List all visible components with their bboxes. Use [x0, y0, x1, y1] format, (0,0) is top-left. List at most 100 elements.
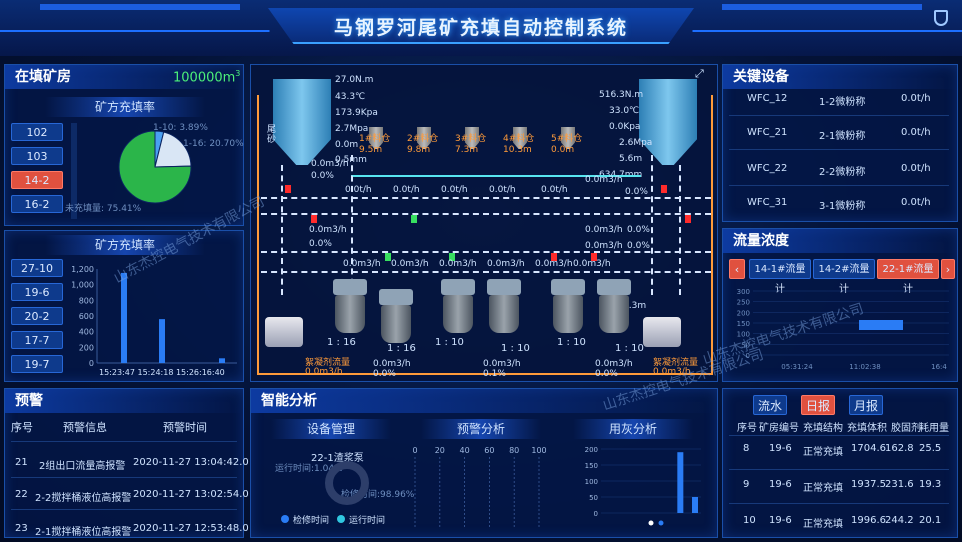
panel-key-devices: 关键设备 WFC_12 1-2微粉称 0.0t/h WFC_21 2-1微粉称 … — [722, 64, 958, 222]
report-divider — [729, 503, 949, 504]
right-silo — [639, 79, 697, 165]
x-tick-label: 05:31:24 — [781, 363, 813, 371]
shield-icon[interactable] — [934, 10, 948, 26]
room-button-102[interactable]: 102 — [11, 123, 63, 141]
legend-run-dot — [337, 515, 345, 523]
ash-bar-6 — [677, 452, 684, 513]
row-flow-3: 0.0m3/h — [439, 259, 477, 269]
pie-slice-3 — [118, 130, 192, 204]
room-button-17-7[interactable]: 17-7 — [11, 331, 63, 349]
bin-flow-2: 0.0t/h — [393, 185, 420, 195]
mixer-1-top — [333, 279, 367, 295]
y-tick-label: 100 — [737, 331, 750, 339]
valve[interactable] — [551, 253, 557, 261]
valve[interactable] — [661, 185, 667, 193]
tab-warning-analysis[interactable]: 预警分析 — [421, 419, 541, 439]
y-tick-label: 600 — [79, 312, 94, 321]
y-tick-label: 0 — [746, 352, 750, 360]
run-time-label: 运行时间:1.04% — [275, 464, 343, 474]
prev-button[interactable]: ‹ — [729, 259, 745, 279]
ratio-6: 1 : 10 — [615, 343, 644, 354]
tab-monthly-report[interactable]: 月报 — [849, 395, 883, 415]
valve[interactable] — [385, 253, 391, 261]
y-tick-label: 200 — [737, 309, 750, 317]
right-reading-4: 5.6m — [619, 154, 643, 164]
bin-3-value: 7.3m — [455, 145, 479, 155]
room-button-103[interactable]: 103 — [11, 147, 63, 165]
left-reading-4: 0.0m — [335, 140, 359, 150]
y-tick-label: 1,000 — [71, 281, 94, 290]
device-id: WFC_12 — [747, 93, 788, 104]
mixer-3[interactable] — [443, 295, 473, 333]
legend-repair: 检修时间 — [293, 516, 330, 526]
x-tick-label: 20 — [435, 446, 445, 455]
device-name: 3-1微粉称 — [819, 201, 866, 212]
row-flow-1: 0.0m3/h — [343, 259, 381, 269]
tab-flowmeter-22-1[interactable]: 22-1#流量计 — [877, 259, 939, 295]
valve[interactable] — [591, 253, 597, 261]
warn-no: 22 — [15, 489, 28, 500]
flow-r2-a: 0.0m3/h — [585, 225, 623, 235]
report-no: 8 — [743, 443, 750, 454]
tab-daily-report[interactable]: 日报 — [801, 395, 835, 415]
y-tick-label: 1,200 — [71, 265, 94, 274]
warn-header-no: 序号 — [11, 421, 33, 434]
bin-4-name: 4#料仓 — [503, 134, 535, 144]
floc-right-label: 絮凝剂流量 — [653, 358, 699, 368]
pie-label-3: 未充填量: 75.41% — [65, 204, 142, 214]
floc-left-label: 絮凝剂流量 — [305, 358, 351, 368]
warn-header-time: 预警时间 — [163, 421, 207, 434]
room-button-19-6[interactable]: 19-6 — [11, 283, 63, 301]
flow-r2-b: 0.0% — [627, 225, 650, 235]
bar-3 — [219, 358, 225, 363]
scroll-track[interactable] — [71, 123, 77, 219]
valve[interactable] — [449, 253, 455, 261]
device-id: WFC_21 — [747, 127, 788, 138]
valve[interactable] — [685, 215, 691, 223]
valve[interactable] — [411, 215, 417, 223]
report-volume: 1937.5 — [851, 479, 886, 490]
bin-flow-1: 0.0t/h — [345, 185, 372, 195]
row-flow-6: 0.0m3/h — [573, 259, 611, 269]
pipe — [651, 155, 653, 295]
fullscreen-icon[interactable]: ⤢ — [695, 67, 704, 80]
conveyor-line — [351, 175, 641, 177]
room-button-16-2[interactable]: 16-2 — [11, 195, 63, 213]
bar-2 — [159, 319, 165, 363]
report-no: 9 — [743, 479, 750, 490]
mixer-2[interactable] — [381, 305, 411, 343]
room-button-14-2[interactable]: 14-2 — [11, 171, 63, 189]
tab-flow-log[interactable]: 流水 — [753, 395, 787, 415]
tab-flowmeter-14-1[interactable]: 14-1#流量计 — [749, 259, 811, 295]
tab-ash-analysis[interactable]: 用灰分析 — [573, 419, 693, 439]
right-dosing-machine[interactable] — [643, 317, 681, 347]
mixer-4[interactable] — [489, 295, 519, 333]
room-button-27-10[interactable]: 27-10 — [11, 259, 63, 277]
valve[interactable] — [285, 185, 291, 193]
left-dosing-machine[interactable] — [265, 317, 303, 347]
mixer-5[interactable] — [553, 295, 583, 333]
bin-flow-3: 0.0t/h — [441, 185, 468, 195]
tab-flowmeter-14-2[interactable]: 14-2#流量计 — [813, 259, 875, 295]
next-button[interactable]: › — [941, 259, 955, 279]
panel-warnings: 预警 序号 预警信息 预警时间 21 2组出口流量高报警 2020-11-27 … — [4, 388, 249, 538]
room-button-20-2[interactable]: 20-2 — [11, 307, 63, 325]
mixer-6[interactable] — [599, 295, 629, 333]
device-divider — [729, 115, 949, 116]
device-id: WFC_31 — [747, 197, 788, 208]
flow-right-b: 0.0% — [625, 187, 648, 197]
report-room: 19-6 — [769, 515, 792, 526]
x-tick-labels: 15:23:47 15:24:18 15:26:16:40 — [99, 368, 225, 377]
valve[interactable] — [311, 215, 317, 223]
bin-1-body — [369, 127, 383, 149]
mixer-1[interactable] — [335, 295, 365, 333]
tab-device-management[interactable]: 设备管理 — [271, 419, 391, 439]
bin-4-value: 10.3m — [503, 145, 532, 155]
warn-no: 21 — [15, 457, 28, 468]
left-reading-1: 43.3℃ — [335, 92, 366, 102]
room-button-19-7[interactable]: 19-7 — [11, 355, 63, 373]
panel-title-flow: 流量浓度 — [723, 229, 957, 253]
panel-title-analysis: 智能分析 — [251, 389, 717, 413]
